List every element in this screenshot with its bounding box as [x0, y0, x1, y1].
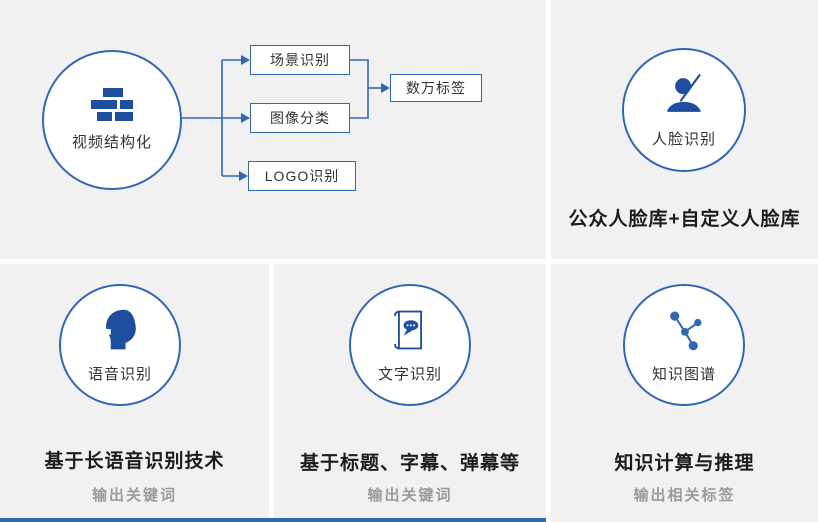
panel-video-structuring: 视频结构化 场景识别 图像分类 LOGO识别 数万标签: [0, 0, 546, 259]
ocr-caption: 基于标题、字幕、弹幕等: [299, 453, 520, 474]
video-structuring-node: 视频结构化: [42, 50, 182, 190]
graph-nodes-icon: [670, 311, 702, 351]
speech-note: 输出关键词: [91, 487, 177, 504]
panel-knowledge-graph: 知识图谱 知识计算与推理 输出相关标签: [551, 264, 818, 522]
panel-face-recognition: 人脸识别 公众人脸库+自定义人脸库: [551, 0, 818, 259]
panel-speech-recognition: 语音识别 基于长语音识别技术 输出关键词: [0, 264, 269, 522]
face-recognition-label: 人脸识别: [651, 131, 716, 148]
text-recognition-node: 文字识别: [349, 284, 471, 406]
ocr-note: 输出关键词: [367, 487, 453, 504]
knowledge-caption: 知识计算与推理: [614, 453, 755, 474]
video-blocks-icon: [91, 88, 133, 121]
flow-box-logo-recognition: LOGO识别: [248, 161, 356, 191]
video-structuring-label: 视频结构化: [71, 134, 152, 151]
speech-head-icon: [99, 309, 136, 350]
text-recognition-label: 文字识别: [377, 366, 442, 383]
flow-box-scene-recognition: 场景识别: [250, 45, 350, 75]
knowledge-graph-node: 知识图谱: [623, 284, 745, 406]
flow-box-image-classification: 图像分类: [250, 103, 350, 133]
flow-connectors: [182, 55, 390, 181]
flow-box-tags-result: 数万标签: [390, 74, 482, 102]
speech-caption: 基于长语音识别技术: [44, 451, 225, 472]
speech-recognition-node: 语音识别: [59, 284, 181, 406]
bottom-accent-bar: [0, 518, 546, 522]
face-recognition-node: 人脸识别: [622, 48, 746, 172]
face-caption: 公众人脸库+自定义人脸库: [568, 209, 801, 230]
panel-text-recognition: 文字识别 基于标题、字幕、弹幕等 输出关键词: [274, 264, 546, 522]
knowledge-note: 输出相关标签: [633, 487, 736, 504]
speech-recognition-label: 语音识别: [87, 366, 152, 383]
scroll-comment-icon: [394, 310, 422, 350]
knowledge-graph-label: 知识图谱: [651, 366, 716, 383]
face-scan-icon: [667, 73, 701, 112]
